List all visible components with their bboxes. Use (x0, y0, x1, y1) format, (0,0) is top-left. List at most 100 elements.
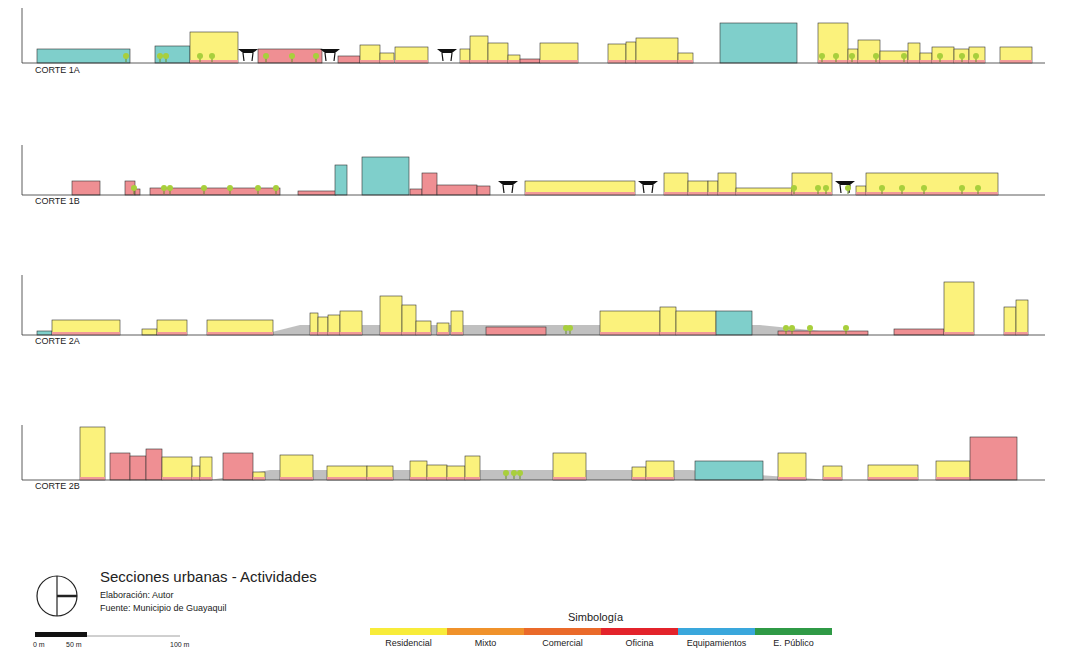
scale-line (87, 636, 180, 637)
building (410, 189, 422, 195)
building (553, 453, 586, 480)
building (470, 36, 488, 63)
ground-floor-use (688, 192, 708, 195)
ground-floor-use (310, 332, 318, 335)
ground-floor-use (664, 192, 688, 195)
diagram-title: Secciones urbanas - Actividades (100, 569, 317, 586)
bridge-deck (498, 181, 518, 185)
ground-floor-use (660, 332, 676, 335)
ground-floor-use (402, 332, 416, 335)
building (858, 40, 880, 63)
ground-floor-use (427, 477, 447, 480)
ground-line (22, 275, 1045, 335)
building (37, 49, 130, 63)
scale-label: 100 m (170, 641, 189, 649)
building (451, 311, 463, 335)
ground-floor-use (80, 477, 105, 480)
building (380, 53, 394, 63)
ground-line (22, 8, 1045, 63)
tree-crown (263, 53, 269, 59)
section (22, 145, 1045, 195)
legend-heading: Simbología (568, 611, 623, 623)
tree-crown (255, 185, 261, 191)
ground-line (22, 145, 1045, 195)
scale-label: 50 m (66, 641, 82, 649)
ground-floor-use (470, 60, 488, 63)
building (1004, 307, 1016, 335)
building (395, 47, 428, 63)
building (720, 23, 797, 63)
tree-crown (921, 185, 927, 191)
ground-floor-use (678, 60, 693, 63)
building (427, 465, 447, 480)
ground-floor-use (540, 60, 578, 63)
tree-crown (567, 325, 573, 331)
ground-floor-use (856, 192, 866, 195)
building (223, 453, 253, 480)
ground-floor-use (868, 477, 918, 480)
section (22, 8, 1045, 63)
building (676, 311, 716, 335)
ground-floor-use (736, 192, 792, 195)
building (340, 311, 362, 335)
ground-floor-use (778, 477, 806, 480)
ground-floor-use (280, 477, 313, 480)
building (1000, 47, 1032, 63)
tree-crown (901, 53, 907, 59)
building (318, 317, 328, 335)
ground-floor-use (465, 477, 480, 480)
building (736, 188, 792, 195)
building (920, 53, 932, 63)
legend-label: Residencial (385, 639, 432, 649)
building (72, 181, 100, 195)
ground-floor-use (447, 477, 465, 480)
legend-swatch (447, 628, 524, 635)
building (437, 185, 477, 195)
ground-floor-use (823, 477, 842, 480)
bridge-deck (638, 181, 658, 185)
building (338, 56, 360, 63)
scale-block (35, 632, 87, 637)
bridge-support (325, 53, 335, 61)
tree-crown (973, 53, 979, 59)
building (716, 311, 752, 335)
building (190, 32, 238, 63)
building (792, 173, 832, 195)
ground-floor-use (200, 477, 212, 480)
building (608, 44, 626, 63)
ground-floor-use (380, 332, 402, 335)
tree-crown (843, 325, 849, 331)
building (410, 461, 427, 480)
building (936, 461, 970, 480)
ground-floor-use (626, 60, 636, 63)
legend-label: Equipamientos (687, 639, 747, 649)
tree-crown (783, 325, 789, 331)
building (944, 282, 974, 335)
building (932, 47, 954, 63)
tree-crown (163, 53, 169, 59)
building (970, 437, 1017, 480)
building (954, 49, 969, 63)
building (486, 327, 546, 335)
legend-label: Comercial (542, 639, 583, 649)
ground-floor-use (380, 60, 394, 63)
bridge-support (503, 185, 513, 193)
tree-crown (849, 53, 855, 59)
legend-swatch (678, 628, 755, 635)
section-label: CORTE 1B (35, 197, 80, 207)
building (130, 456, 146, 480)
ground-floor-use (488, 60, 508, 63)
compass (37, 576, 77, 616)
building (253, 472, 265, 480)
legend-label: Mixto (475, 639, 497, 649)
bridge-deck (238, 49, 258, 53)
building (868, 465, 918, 480)
building (362, 157, 409, 195)
ground-floor-use (253, 477, 265, 480)
legend-swatch (524, 628, 601, 635)
ground-floor-use (920, 60, 932, 63)
bridge-support (442, 53, 452, 61)
building (856, 186, 866, 195)
building (258, 49, 322, 63)
building (402, 305, 416, 335)
